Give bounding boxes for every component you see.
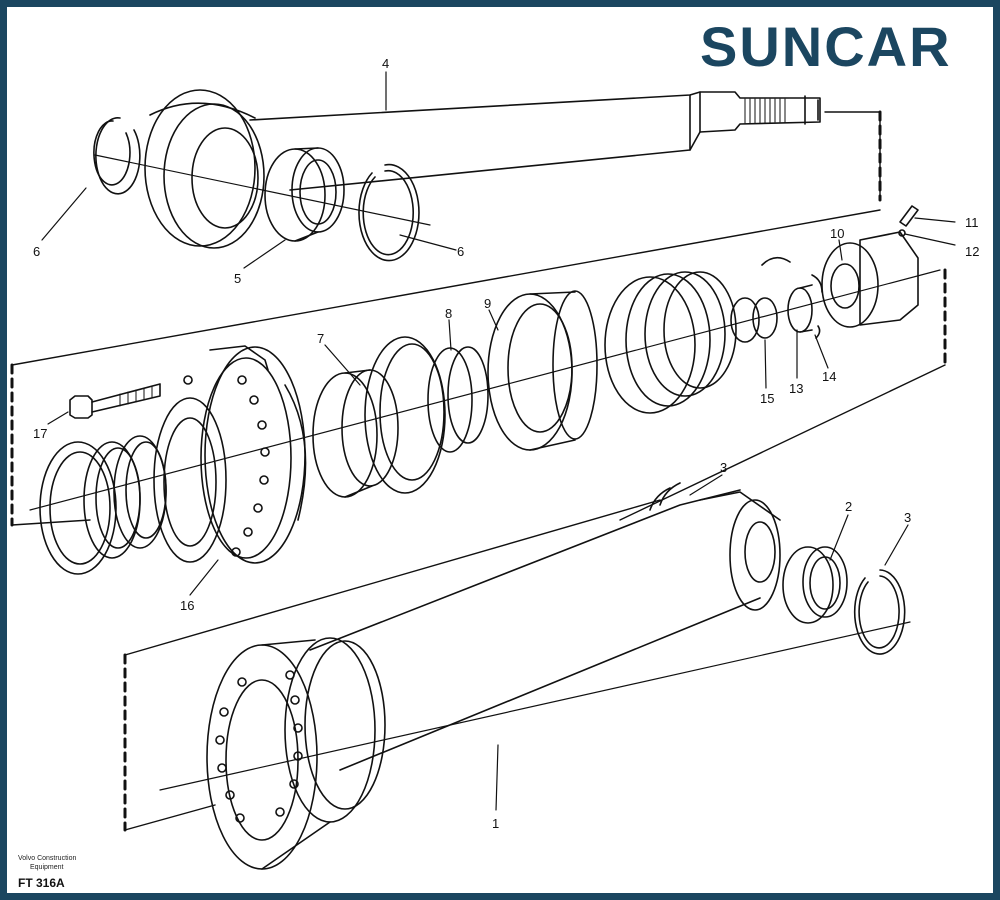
drawing-caption: Volvo Construction Equipment FT 316A (18, 855, 76, 890)
separator-bottom-link (124, 804, 216, 831)
flange-bolt-holes (215, 670, 303, 823)
rod-thread (744, 98, 786, 124)
separator-top (824, 111, 881, 201)
head-bore (153, 397, 227, 563)
spherical-bearing-5 (264, 148, 326, 242)
bearing-2 (782, 546, 834, 624)
piston-seal-kit (29, 205, 941, 575)
axis-line-top (94, 154, 431, 226)
o-ring-15 (730, 297, 760, 343)
callout-11: 11 (965, 215, 979, 230)
suncar-logo: SUNCAR (700, 15, 952, 78)
callout-6-right: 6 (457, 244, 464, 259)
callout-8: 8 (445, 306, 452, 321)
callout-2: 2 (845, 499, 852, 514)
caption-line2: Equipment (30, 864, 64, 871)
piston-seal-pack (604, 276, 696, 414)
snap-ring-6-right (358, 163, 420, 262)
ring-13 (787, 287, 813, 333)
callout-16: 16 (180, 598, 194, 613)
separator-middle-top (11, 209, 881, 366)
ball-12 (898, 229, 906, 237)
callout-1: 1 (492, 816, 499, 831)
cylinder-head-16 (204, 346, 306, 564)
lock-ring-14a (761, 256, 791, 266)
leader-lines (41, 71, 956, 811)
piston-rod (249, 91, 821, 191)
separator-middle-link (619, 364, 946, 521)
cylinder-tube-assembly (159, 482, 911, 870)
callout-17: 17 (33, 426, 47, 441)
wiper-seal (39, 441, 117, 575)
bolt-17-head (69, 395, 93, 419)
tube-eye (729, 499, 781, 611)
callout-14: 14 (822, 369, 836, 384)
callout-15: 15 (760, 391, 774, 406)
callout-12: 12 (965, 244, 979, 259)
callout-5: 5 (234, 271, 241, 286)
callout-9: 9 (484, 296, 491, 311)
snap-ring-6-left (95, 117, 141, 195)
rod-eye-bore (191, 127, 259, 229)
logo-text: SUNCAR (700, 15, 952, 78)
lock-ring-14b (811, 274, 823, 339)
cylinder-tube-1 (309, 489, 761, 771)
caption-code: FT 316A (18, 876, 65, 890)
callout-10: 10 (830, 226, 844, 241)
separator-bottom-top (124, 499, 661, 656)
tube-flange (206, 644, 318, 870)
piston-rod-assembly (93, 89, 821, 262)
piston-seal-8 (364, 336, 446, 494)
bolt-17-shank (91, 383, 161, 413)
callout-4: 4 (382, 56, 389, 71)
callout-labels: 1 2 3 3 4 5 6 6 7 8 9 10 11 12 13 14 15 … (33, 56, 979, 831)
callout-3-top: 3 (720, 460, 727, 475)
callout-6-left: 6 (33, 244, 40, 259)
set-screw-11 (899, 205, 919, 227)
callout-3-right: 3 (904, 510, 911, 525)
head-bolt-holes (183, 375, 270, 557)
section-separators (10, 110, 947, 832)
snap-ring-3-top (649, 482, 681, 511)
axis-line-middle (29, 269, 941, 511)
snap-ring-3-right (853, 569, 906, 655)
callout-13: 13 (789, 381, 803, 396)
caption-line1: Volvo Construction (18, 855, 76, 862)
callout-7: 7 (317, 331, 324, 346)
axis-line-bottom (159, 621, 911, 791)
